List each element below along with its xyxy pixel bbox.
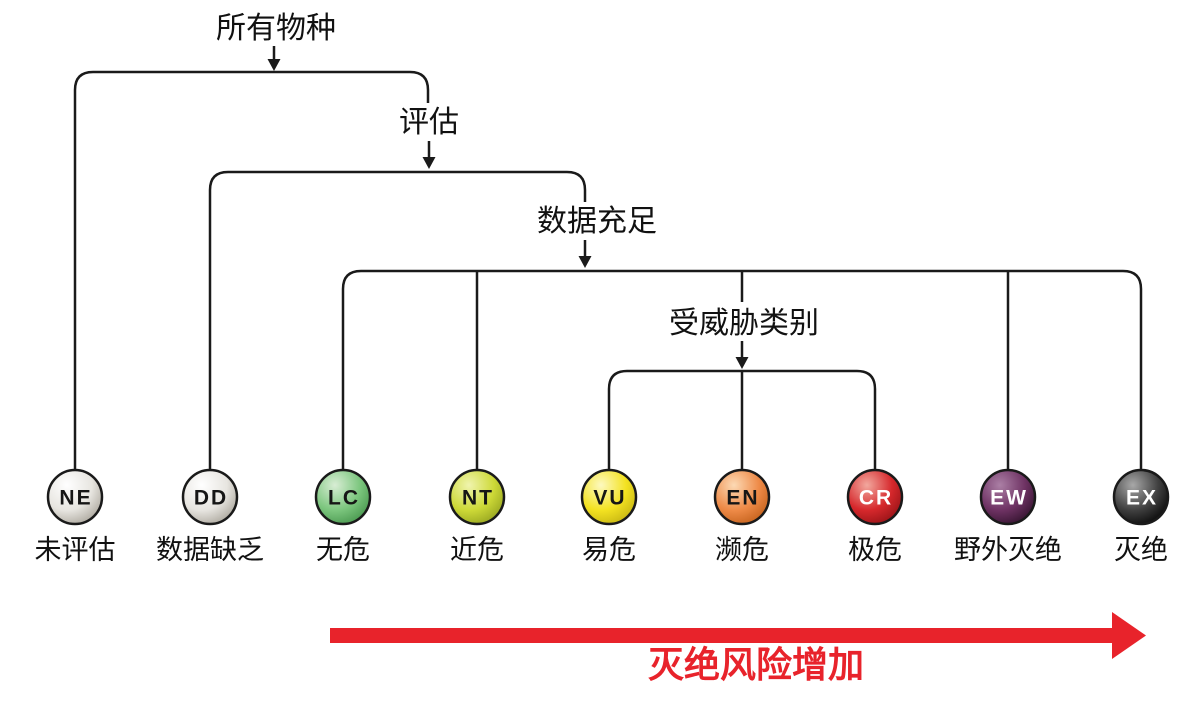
arrowhead-evaluated-icon [422, 157, 436, 169]
bracket-level2 [208, 170, 587, 470]
ball-lc [314, 468, 372, 526]
threatened-label: 受威胁类别 [669, 307, 819, 340]
risk-arrow-shaft [330, 628, 1112, 643]
category-codes: NE DD LC NT VU EN CR EW EX [59, 487, 1158, 510]
arrowhead-root-icon [267, 59, 281, 71]
name-ne: 未评估 [35, 535, 116, 565]
ball-vu [580, 468, 638, 526]
arrowhead-data-adequate-icon [578, 256, 592, 268]
ball-en [713, 468, 771, 526]
code-ex: EX [1126, 487, 1158, 510]
category-names: 未评估 数据缺乏 无危 近危 易危 濒危 极危 野外灭绝 灭绝 [35, 535, 1169, 565]
name-dd: 数据缺乏 [156, 535, 264, 565]
ball-ne [46, 468, 104, 526]
code-cr: CR [859, 487, 893, 510]
name-cr: 极危 [848, 535, 902, 565]
name-ew: 野外灭绝 [954, 535, 1062, 565]
data-adequate-label: 数据充足 [537, 205, 657, 238]
code-en: EN [726, 487, 759, 510]
risk-arrow: 灭绝风险增加 [330, 612, 1146, 685]
ball-cr [846, 468, 904, 526]
ball-nt [448, 468, 506, 526]
name-lc: 无危 [316, 535, 370, 565]
tree-lines [73, 46, 1143, 470]
name-ex: 灭绝 [1114, 535, 1168, 565]
code-lc: LC [328, 487, 360, 510]
code-ne: NE [59, 487, 92, 510]
arrowhead-threatened-icon [735, 357, 749, 369]
code-vu: VU [593, 487, 626, 510]
ball-ex [1112, 468, 1170, 526]
code-nt: NT [462, 487, 494, 510]
evaluated-label: 评估 [399, 106, 459, 139]
root-label: 所有物种 [216, 12, 336, 45]
ball-ew [979, 468, 1037, 526]
risk-arrowhead-icon [1112, 612, 1146, 659]
bracket-level1 [73, 70, 430, 470]
name-vu: 易危 [582, 535, 636, 565]
name-en: 濒危 [715, 535, 769, 565]
name-nt: 近危 [450, 535, 504, 565]
risk-arrow-label: 灭绝风险增加 [648, 644, 864, 685]
ball-dd [181, 468, 239, 526]
tree-arrowheads [267, 59, 749, 369]
category-balls [46, 468, 1170, 526]
code-dd: DD [194, 487, 228, 510]
code-ew: EW [990, 487, 1028, 510]
